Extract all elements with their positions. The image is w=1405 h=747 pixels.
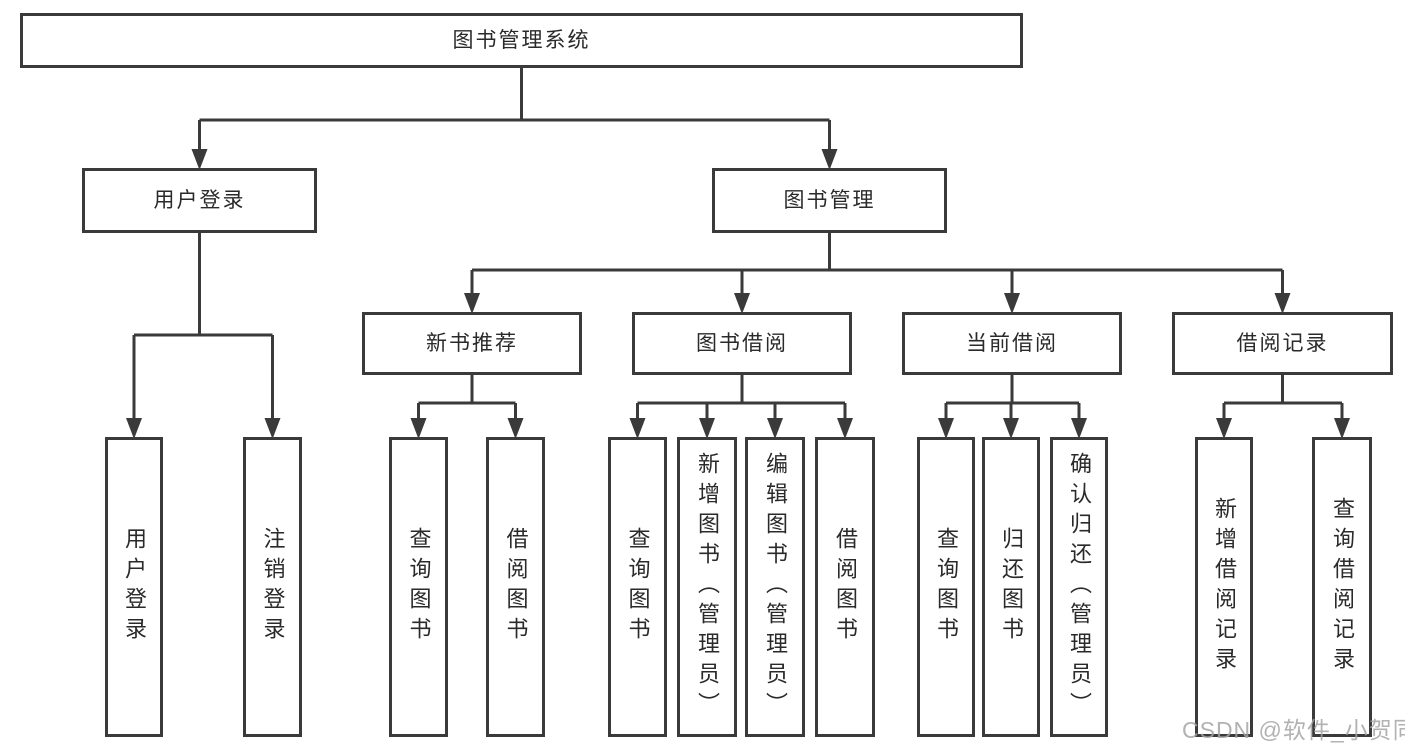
leaf-borrow-query-books: 查询图书 xyxy=(608,437,667,737)
leaf-borrow-add-books-admin: 新增图书（管理员） xyxy=(677,437,737,737)
leaf-current-confirm-return-admin: 确认归还（管理员） xyxy=(1050,437,1108,737)
leaf-recommend-borrow-books: 借阅图书 xyxy=(486,437,545,737)
node-current-borrowing: 当前借阅 xyxy=(902,312,1122,375)
leaf-logout: 注销登录 xyxy=(243,437,302,737)
node-new-book-recommend: 新书推荐 xyxy=(362,312,582,375)
node-book-management: 图书管理 xyxy=(712,168,947,233)
leaf-recommend-query-books: 查询图书 xyxy=(389,437,448,737)
csdn-watermark: CSDN @软件_小贺同学 xyxy=(1182,717,1405,743)
leaf-borrow-borrow-books: 借阅图书 xyxy=(815,437,875,737)
leaf-borrow-edit-books-admin: 编辑图书（管理员） xyxy=(745,437,805,737)
leaf-user-login: 用户登录 xyxy=(105,437,163,737)
leaf-records-add-record: 新增借阅记录 xyxy=(1195,437,1253,737)
node-user-login: 用户登录 xyxy=(82,168,317,233)
node-borrowing-records: 借阅记录 xyxy=(1172,312,1393,375)
node-book-borrowing: 图书借阅 xyxy=(632,312,852,375)
leaf-current-query-books: 查询图书 xyxy=(917,437,975,737)
leaf-current-return-books: 归还图书 xyxy=(982,437,1040,737)
leaf-records-query-record: 查询借阅记录 xyxy=(1312,437,1372,737)
node-library-system: 图书管理系统 xyxy=(20,13,1023,68)
